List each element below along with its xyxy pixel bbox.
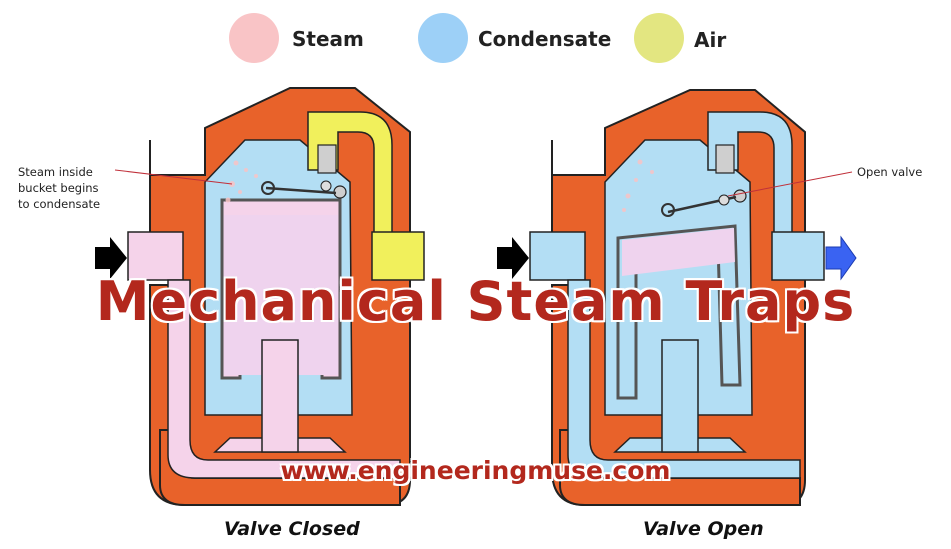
outlet-arrow-right [825, 235, 857, 281]
steam-bubbles-right [622, 159, 654, 212]
chamber-right [604, 139, 753, 416]
legend-swatch-steam [229, 13, 279, 63]
legend-label-condensate: Condensate [478, 27, 612, 51]
callout-leader-left [114, 169, 233, 185]
air-vent-left [307, 111, 393, 239]
caption-valve-closed: Valve Closed [224, 518, 360, 540]
bucket-hook-left [261, 181, 275, 195]
trap-valve-open [497, 89, 857, 506]
callout-steam-inside: Steam inside bucket begins to condensate [18, 164, 100, 212]
valve-lever-left [265, 186, 337, 195]
steam-channel-left [167, 279, 401, 479]
air-outlet-left [371, 231, 425, 281]
legend-label-steam: Steam [292, 27, 364, 51]
website-watermark: www.engineeringmuse.com [280, 456, 671, 485]
legend-swatch-condensate [418, 13, 468, 63]
valve-ball-left [320, 180, 332, 192]
inlet-pipe-right [529, 231, 586, 281]
trap-valve-closed [95, 87, 425, 506]
callout-leader-right [727, 171, 853, 197]
valve-lever-pivot-right [733, 189, 747, 203]
valve-ball-right [718, 194, 730, 206]
valve-seat-left [317, 144, 337, 174]
legend-label-air: Air [694, 28, 727, 52]
inlet-arrow-right [497, 237, 529, 279]
steam-bubbles-left [225, 160, 258, 203]
callout-open-valve: Open valve [857, 165, 923, 179]
bucket-hook-right [661, 203, 675, 217]
callout-steam-inside-line-1: Steam inside [18, 165, 93, 179]
callout-steam-inside-line-3: to condensate [18, 197, 101, 211]
diagram-title: Mechanical Steam Traps [95, 270, 856, 333]
outlet-pipe-right [771, 231, 825, 281]
riser-right [661, 339, 699, 453]
legend-swatch-air [634, 13, 684, 63]
outlet-vent-right [707, 111, 793, 239]
valve-seat-right [715, 144, 735, 174]
caption-valve-open: Valve Open [643, 518, 764, 540]
condensate-channel-right [567, 279, 801, 479]
callout-steam-inside-line-2: bucket begins [18, 181, 99, 195]
bucket-steam-right [622, 228, 735, 276]
riser-left [261, 339, 299, 453]
inlet-pipe-left [127, 231, 184, 281]
inlet-arrow-left [95, 237, 127, 279]
